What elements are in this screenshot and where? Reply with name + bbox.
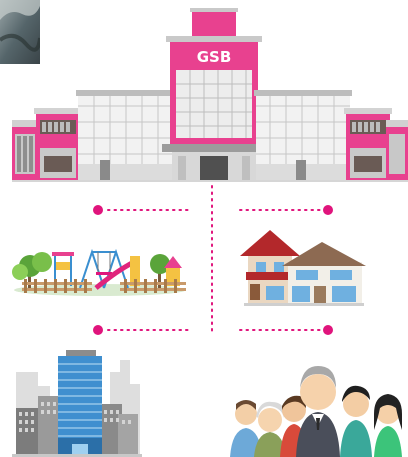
connector-lines (93, 185, 333, 335)
bank-sign: GSB (197, 48, 232, 66)
bank-building-icon: GSB (12, 8, 408, 182)
people-group-icon (230, 366, 402, 457)
houses-icon (240, 230, 366, 306)
city-skyline-icon (12, 350, 142, 457)
playground-icon (12, 248, 186, 296)
photo-fragment (0, 0, 40, 64)
